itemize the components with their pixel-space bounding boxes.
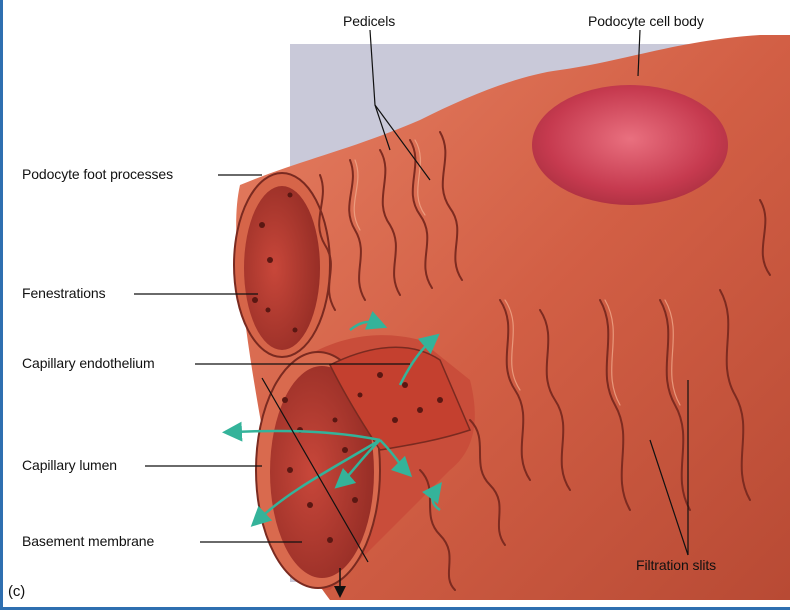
label-pedicels: Pedicels [343,13,395,29]
label-fenestrations: Fenestrations [22,285,106,301]
panel-letter: (c) [8,583,25,600]
upper-capillary-lumen [244,186,320,350]
label-basement-membrane: Basement membrane [22,533,154,549]
label-podocyte-foot-processes: Podocyte foot processes [22,166,173,182]
podocyte-cell-body [532,85,728,205]
label-podocyte-cell-body: Podocyte cell body [588,13,704,29]
label-capillary-lumen: Capillary lumen [22,457,117,473]
label-capillary-endothelium: Capillary endothelium [22,355,155,371]
label-filtration-slits: Filtration slits [636,557,716,573]
